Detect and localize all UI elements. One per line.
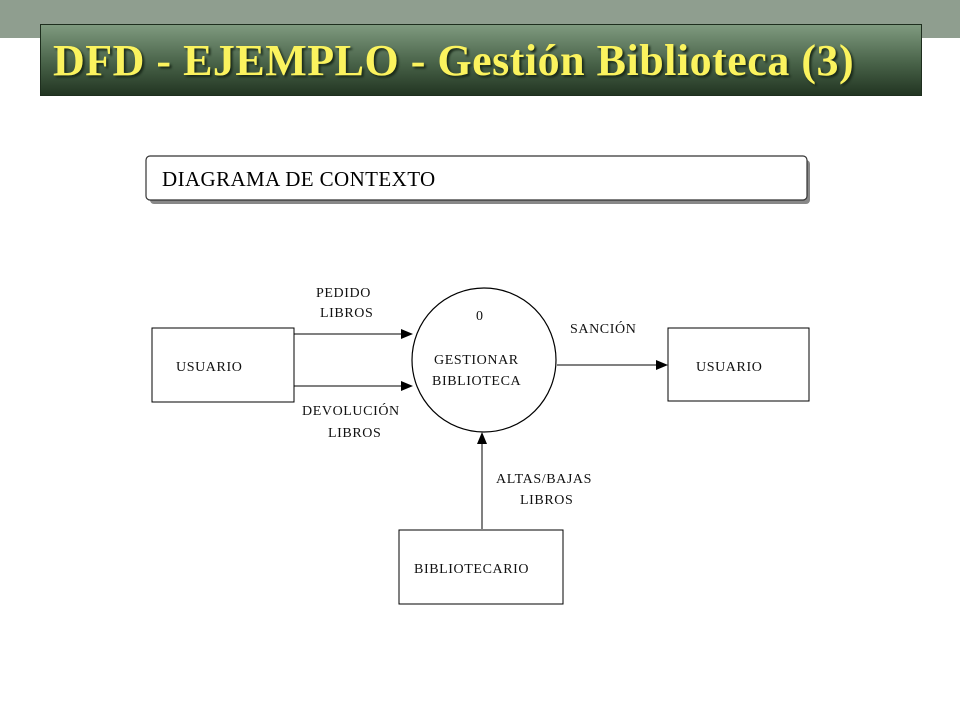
flow-devolucion-line1: DEVOLUCIÓN xyxy=(302,402,400,419)
slide-title: DFD - EJEMPLO - Gestión Biblioteca (3) xyxy=(53,36,855,85)
flow-pedido-line2: LIBROS xyxy=(320,306,373,321)
flow-altas-line1: ALTAS/BAJAS xyxy=(496,472,592,487)
flow-devolucion-line2: LIBROS xyxy=(328,426,381,441)
entity-usuario-left: USUARIO xyxy=(151,327,295,403)
process-label-line1: GESTIONAR xyxy=(434,353,519,368)
entity-usuario-right-label: USUARIO xyxy=(696,360,762,375)
diagram-header-box: DIAGRAMA DE CONTEXTO xyxy=(145,155,810,204)
entity-usuario-left-label: USUARIO xyxy=(176,360,242,375)
flow-pedido-line1: PEDIDO xyxy=(316,286,371,301)
flow-sancion-line1: SANCIÓN xyxy=(570,320,636,337)
flow-sancion: SANCIÓN xyxy=(557,320,668,370)
flow-altas-bajas-libros: ALTAS/BAJAS LIBROS xyxy=(477,432,592,529)
diagram-header-label: DIAGRAMA DE CONTEXTO xyxy=(162,167,436,191)
entity-usuario-right: USUARIO xyxy=(667,327,810,402)
process-label-line2: BIBLIOTECA xyxy=(432,374,522,389)
flow-altas-line2: LIBROS xyxy=(520,493,573,508)
entity-bibliotecario-label: BIBLIOTECARIO xyxy=(414,562,529,577)
process-number: 0 xyxy=(476,309,484,324)
flow-pedido-libros: PEDIDO LIBROS xyxy=(294,286,413,339)
title-banner: DFD - EJEMPLO - Gestión Biblioteca (3) xyxy=(40,24,922,96)
entity-bibliotecario: BIBLIOTECARIO xyxy=(398,529,564,605)
process-circle: 0 GESTIONAR BIBLIOTECA xyxy=(411,287,557,433)
flow-devolucion-libros: DEVOLUCIÓN LIBROS xyxy=(294,381,413,441)
